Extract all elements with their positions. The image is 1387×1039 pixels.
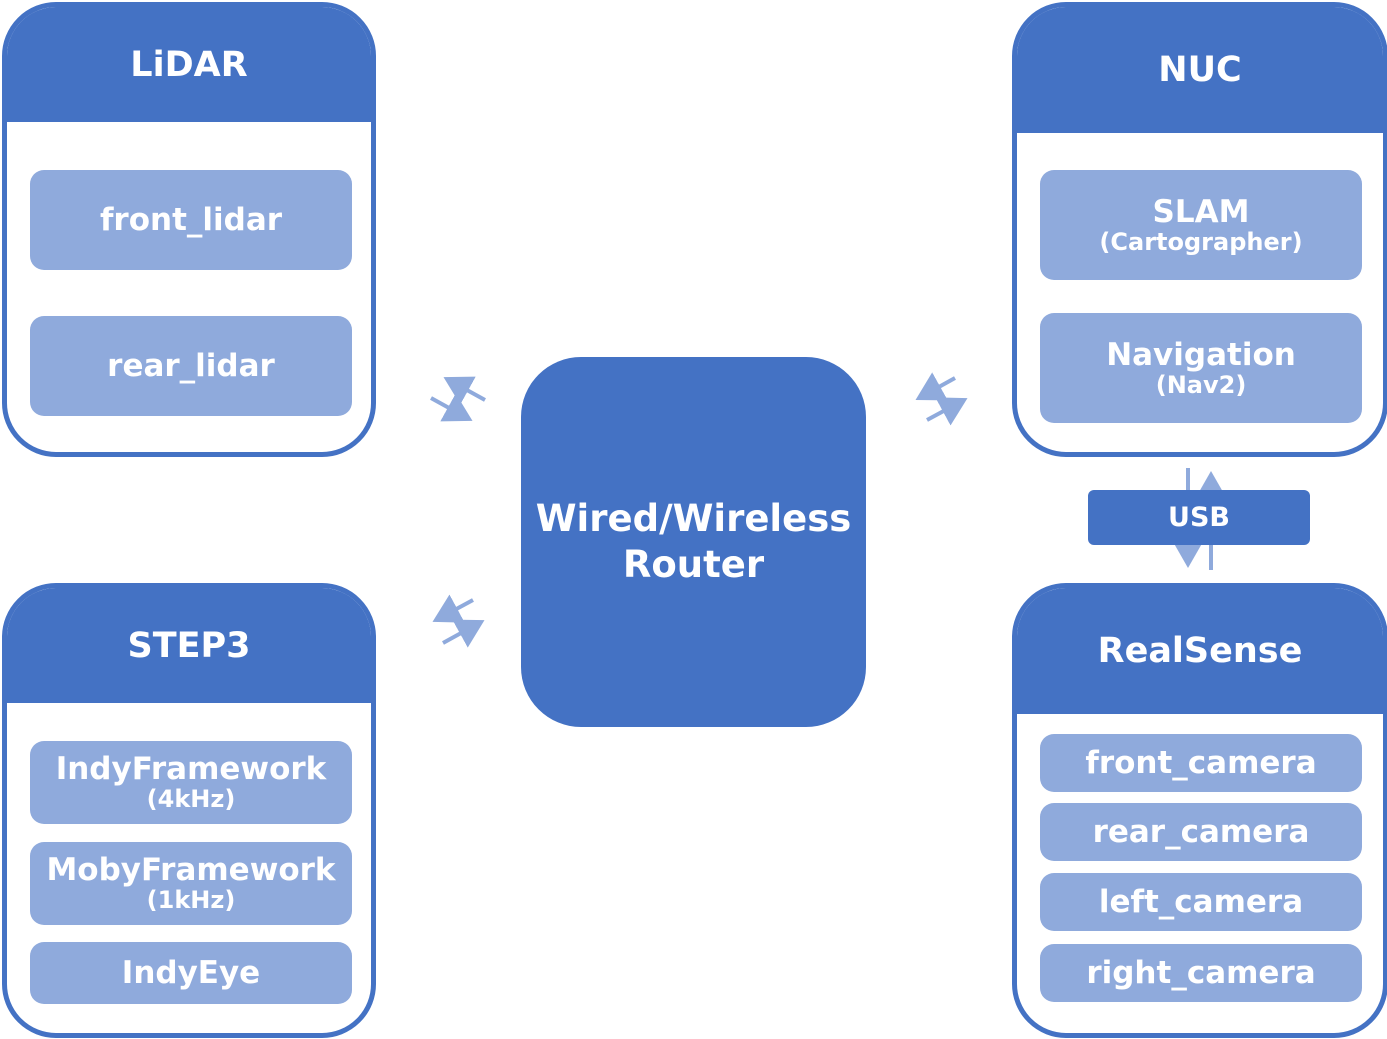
nuc-title: NUC (1017, 7, 1383, 133)
navigation-detail: (Nav2) (1155, 370, 1247, 399)
realsense-group: RealSense front_camera rear_camera left_… (1012, 583, 1387, 1038)
lidar-title: LiDAR (7, 7, 371, 122)
front-camera-label: front_camera (1085, 744, 1317, 781)
indyeye-node: IndyEye (30, 942, 352, 1004)
mobyframework-rate: (1kHz) (146, 886, 236, 915)
front-camera-node: front_camera (1040, 734, 1362, 792)
rear-lidar-label: rear_lidar (107, 347, 275, 384)
navigation-label: Navigation (1106, 336, 1296, 373)
lidar-group: LiDAR front_lidar rear_lidar (2, 2, 376, 457)
router-nuc-arrows (915, 372, 968, 426)
navigation-node: Navigation (Nav2) (1040, 313, 1362, 423)
indyframework-label: IndyFramework (55, 751, 327, 788)
nuc-group: NUC SLAM (Cartographer) Navigation (Nav2… (1012, 2, 1387, 457)
indyeye-label: IndyEye (121, 954, 261, 991)
router-label-line1: Wired/Wireless (535, 496, 852, 540)
indyframework-rate: (4kHz) (146, 785, 236, 814)
indyframework-node: IndyFramework (4kHz) (30, 741, 352, 824)
right-camera-label: right_camera (1086, 954, 1316, 991)
right-camera-node: right_camera (1040, 944, 1362, 1002)
slam-detail: (Cartographer) (1099, 227, 1303, 256)
router-label-line2: Router (622, 543, 765, 586)
router-node: Wired/Wireless Router (521, 357, 866, 727)
mobyframework-node: MobyFramework (1kHz) (30, 842, 352, 925)
realsense-title: RealSense (1017, 588, 1383, 714)
front-lidar-node: front_lidar (30, 170, 352, 270)
rear-lidar-node: rear_lidar (30, 316, 352, 416)
mobyframework-label: MobyFramework (46, 852, 336, 889)
left-camera-label: left_camera (1098, 883, 1304, 920)
step3-title: STEP3 (7, 588, 371, 703)
step3-router-arrows (432, 594, 485, 648)
slam-label: SLAM (1152, 193, 1250, 230)
front-lidar-label: front_lidar (99, 201, 283, 238)
usb-label: USB (1168, 502, 1230, 533)
rear-camera-label: rear_camera (1092, 813, 1310, 850)
slam-node: SLAM (Cartographer) (1040, 170, 1362, 280)
left-camera-node: left_camera (1040, 873, 1362, 931)
step3-group: STEP3 IndyFramework (4kHz) MobyFramework… (2, 583, 376, 1038)
rear-camera-node: rear_camera (1040, 803, 1362, 861)
usb-badge: USB (1088, 490, 1310, 545)
lidar-router-arrows (430, 376, 486, 422)
